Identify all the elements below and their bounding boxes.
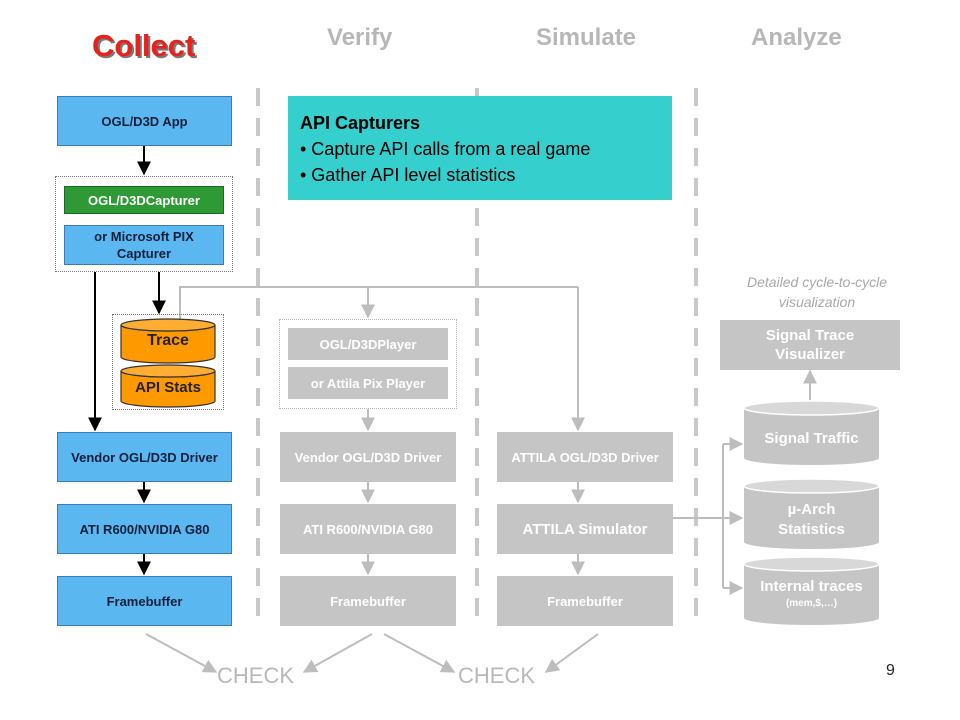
simulate-framebuffer-box: Framebuffer (497, 576, 673, 626)
pix-player-box: or Attila Pix Player (288, 367, 448, 399)
arrow-verify-fb-check2 (383, 633, 456, 673)
trace-cylinder: Trace (120, 318, 216, 364)
capturer-group (55, 176, 233, 272)
verify-gpu-box: ATI R600/NVIDIA G80 (280, 504, 456, 554)
phase-collect-title: Collect (92, 28, 196, 63)
api-capturers-callout: API Capturers • Capture API calls from a… (288, 96, 672, 200)
callout-title: API Capturers (300, 113, 421, 133)
march-stats-label: µ-Arch Statistics (778, 501, 845, 538)
collect-driver-box: Vendor OGL/D3D Driver (57, 432, 232, 482)
internal-traces-label: Internal traces (760, 578, 863, 595)
internal-traces-shape (743, 556, 880, 625)
check-label-verify: CHECK (217, 663, 295, 688)
capturer-box: OGL/D3DCapturer (64, 186, 224, 214)
verify-framebuffer-box: Framebuffer (280, 576, 456, 626)
api-stats-label: API Stats (135, 379, 201, 396)
player-box: OGL/D3DPlayer (288, 328, 448, 360)
visualization-note: Detailed cycle-to-cycle visualization (746, 274, 888, 310)
collect-gpu-box: ATI R600/NVIDIA G80 (57, 504, 232, 554)
api-stats-cylinder: API Stats (120, 364, 216, 408)
app-box: OGL/D3D App (57, 96, 232, 146)
page-number: 9 (886, 662, 895, 679)
phase-verify-title: Verify (327, 24, 393, 51)
march-stats-cylinder: µ-Arch Statistics (743, 478, 880, 550)
arrow-simulate-fb-check2 (544, 633, 599, 673)
pix-capturer-box: or Microsoft PIX Capturer (64, 225, 224, 265)
internal-traces-cylinder: Internal traces (mem,$,…) (743, 556, 880, 626)
internal-traces-sublabel: (mem,$,…) (785, 598, 838, 609)
arrow-collect-fb-check1 (145, 633, 218, 673)
callout-bullet-capture: • Capture API calls from a real game (300, 139, 591, 159)
trace-label: Trace (147, 332, 189, 349)
signal-traffic-label: Signal Traffic (764, 430, 859, 447)
verify-driver-box: Vendor OGL/D3D Driver (280, 432, 456, 482)
callout-bullet-statistics: • Gather API level statistics (300, 165, 516, 185)
attila-simulator-box: ATTILA Simulator (497, 504, 673, 554)
trace-distribution-line (179, 286, 578, 324)
collect-framebuffer-box: Framebuffer (57, 576, 232, 626)
player-group (279, 319, 457, 409)
attila-driver-box: ATTILA OGL/D3D Driver (497, 432, 673, 482)
trace-cylinder-shape (120, 318, 216, 364)
trace-group (112, 314, 224, 410)
arrow-verify-fb-check1 (302, 633, 373, 673)
api-stats-cylinder-shape (120, 364, 216, 408)
signal-trace-visualizer-box: Signal Trace Visualizer (720, 320, 900, 370)
signal-traffic-shape (743, 400, 880, 465)
phase-simulate-title: Simulate (536, 24, 637, 51)
check-label-simulate: CHECK (458, 663, 536, 688)
phase-analyze-title: Analyze (751, 24, 842, 51)
march-stats-shape (743, 478, 880, 549)
signal-traffic-cylinder: Signal Traffic (743, 400, 880, 466)
